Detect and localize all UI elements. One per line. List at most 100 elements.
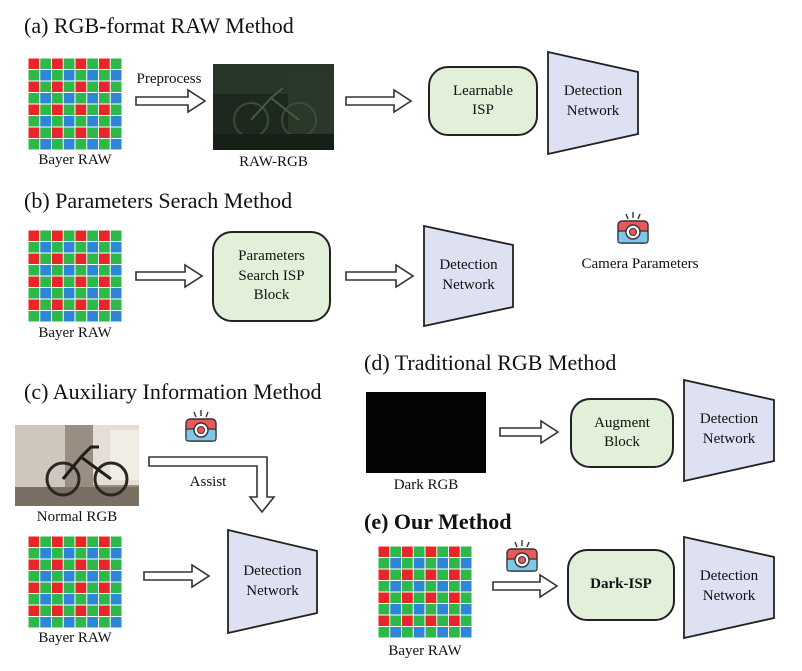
- bayer-raw-caption: Bayer RAW: [388, 643, 462, 659]
- bayer-raw-caption: Bayer RAW: [38, 325, 112, 341]
- bayer-cell: [449, 546, 460, 557]
- bayer-cell: [110, 58, 122, 69]
- camera-icon: [506, 540, 538, 572]
- bayer-cell: [110, 594, 122, 605]
- bayer-cell: [75, 93, 87, 104]
- bayer-cell: [63, 617, 75, 628]
- assist-arrow: [148, 456, 276, 514]
- bayer-cell: [40, 230, 51, 241]
- bayer-cell: [402, 546, 413, 557]
- bayer-cell: [99, 571, 110, 582]
- detection-network-label: Detection Network: [699, 411, 759, 447]
- bayer-cell: [75, 70, 87, 81]
- bayer-cell: [87, 139, 98, 150]
- bayer-cell: [28, 81, 40, 92]
- bayer-raw-image: [28, 58, 122, 150]
- bayer-cell: [110, 536, 122, 547]
- bayer-cell: [40, 276, 51, 287]
- bayer-cell: [52, 276, 63, 287]
- bayer-cell: [99, 559, 110, 570]
- bayer-cell: [63, 559, 75, 570]
- bayer-cell: [110, 582, 122, 593]
- dark-rgb-caption: Dark RGB: [393, 477, 459, 493]
- bayer-cell: [460, 627, 472, 638]
- bayer-cell: [99, 594, 110, 605]
- bayer-cell: [75, 299, 87, 310]
- bayer-cell: [99, 93, 110, 104]
- bayer-cell: [390, 558, 401, 569]
- bayer-cell: [449, 592, 460, 603]
- bayer-cell: [87, 265, 98, 276]
- bayer-raw-caption: Bayer RAW: [38, 630, 112, 646]
- bayer-cell: [40, 594, 51, 605]
- bayer-cell: [87, 127, 98, 138]
- bayer-cell: [378, 569, 390, 580]
- bayer-cell: [110, 230, 122, 241]
- bayer-cell: [87, 276, 98, 287]
- preprocess-caption: Preprocess: [136, 71, 202, 87]
- bayer-cell: [378, 592, 390, 603]
- bayer-cell: [52, 116, 63, 127]
- bayer-cell: [52, 58, 63, 69]
- bayer-cell: [28, 276, 40, 287]
- bayer-cell: [378, 615, 390, 626]
- bayer-cell: [63, 230, 75, 241]
- bayer-cell: [75, 548, 87, 559]
- panel-e-title: (e) Our Method: [364, 509, 512, 534]
- bayer-cell: [425, 569, 437, 580]
- bayer-cell: [40, 299, 51, 310]
- bayer-cell: [52, 548, 63, 559]
- bayer-cell: [52, 617, 63, 628]
- bayer-cell: [40, 116, 51, 127]
- learnable-isp-block: Learnable ISP: [428, 66, 538, 136]
- bayer-cell: [28, 617, 40, 628]
- bayer-raw-caption: Bayer RAW: [38, 152, 112, 168]
- bayer-cell: [40, 548, 51, 559]
- bayer-cell: [110, 253, 122, 264]
- bayer-cell: [87, 605, 98, 616]
- bayer-cell: [413, 546, 425, 557]
- bayer-cell: [390, 592, 401, 603]
- bayer-cell: [110, 116, 122, 127]
- bayer-cell: [40, 139, 51, 150]
- bayer-cell: [63, 548, 75, 559]
- bayer-cell: [87, 288, 98, 299]
- bayer-cell: [75, 139, 87, 150]
- bayer-cell: [425, 581, 437, 592]
- bayer-cell: [52, 299, 63, 310]
- bayer-cell: [28, 70, 40, 81]
- detection-network-shape: [683, 535, 775, 640]
- bayer-cell: [449, 581, 460, 592]
- bayer-cell: [63, 242, 75, 253]
- bayer-cell: [99, 582, 110, 593]
- bayer-cell: [28, 116, 40, 127]
- bayer-cell: [390, 604, 401, 615]
- bayer-cell: [449, 558, 460, 569]
- bayer-cell: [28, 230, 40, 241]
- detection-network-label: Detection Network: [699, 568, 759, 604]
- bayer-cell: [28, 605, 40, 616]
- bayer-cell: [437, 581, 448, 592]
- bayer-cell: [28, 127, 40, 138]
- bayer-cell: [75, 559, 87, 570]
- bayer-cell: [402, 604, 413, 615]
- bayer-cell: [52, 242, 63, 253]
- bayer-cell: [75, 617, 87, 628]
- bayer-cell: [87, 299, 98, 310]
- bayer-cell: [75, 116, 87, 127]
- bayer-cell: [75, 230, 87, 241]
- bayer-raw-image: [28, 230, 122, 322]
- augment-block: Augment Block: [570, 398, 674, 468]
- panel-c-title: (c) Auxiliary Information Method: [24, 379, 322, 404]
- bayer-cell: [63, 93, 75, 104]
- bayer-cell: [63, 594, 75, 605]
- camera-icon: [617, 212, 649, 244]
- bayer-cell: [449, 627, 460, 638]
- bayer-cell: [110, 104, 122, 115]
- bayer-cell: [52, 605, 63, 616]
- bayer-cell: [110, 617, 122, 628]
- bayer-cell: [52, 93, 63, 104]
- bayer-cell: [460, 546, 472, 557]
- bayer-cell: [425, 615, 437, 626]
- bayer-cell: [110, 139, 122, 150]
